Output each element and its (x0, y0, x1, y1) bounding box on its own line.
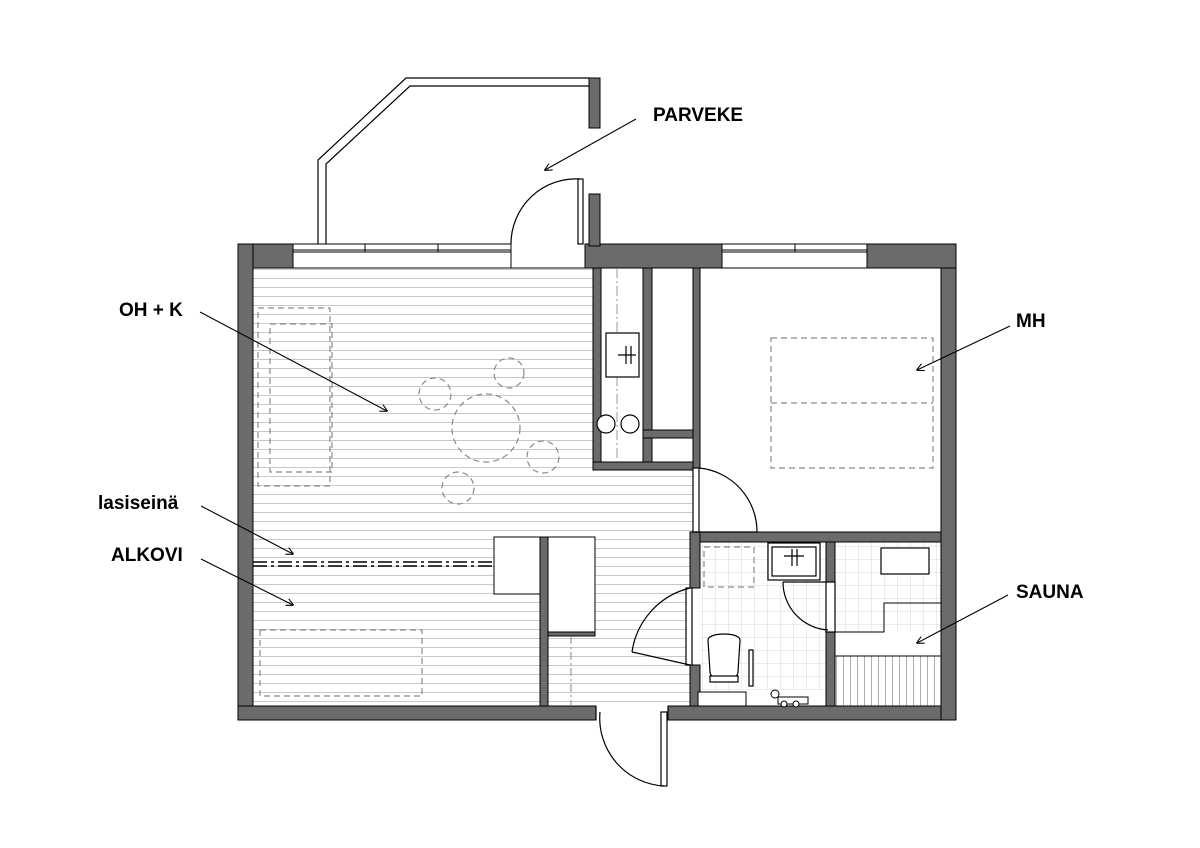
label-sauna: SAUNA (1016, 582, 1084, 603)
arrow-lasiseina (200, 505, 293, 554)
label-alkovi: ALKOVI (111, 545, 183, 566)
balcony-door-opening (510, 244, 586, 269)
window-living (292, 243, 512, 269)
door-bathroom (631, 587, 693, 666)
shower-mixer (697, 689, 809, 708)
storage-cabinet (493, 536, 596, 706)
arrow-parveke (545, 118, 637, 170)
interior-walls (539, 267, 942, 707)
sauna-benches (835, 602, 941, 657)
kitchen-sink (605, 332, 640, 378)
label-mh: MH (1016, 311, 1046, 332)
label-lasiseina: lasiseinä (98, 493, 179, 514)
arrow-alkovi (200, 558, 293, 605)
window-bedroom (721, 243, 868, 269)
label-oh-k: OH + K (119, 300, 183, 321)
balcony (317, 77, 589, 244)
furniture-outlines (257, 307, 934, 697)
door-sauna (782, 581, 836, 633)
arrow-mh (917, 325, 1011, 370)
bathroom-basin (767, 542, 821, 581)
label-parveke: PARVEKE (653, 105, 744, 126)
arrow-oh-k (199, 311, 387, 411)
floor-living (253, 268, 693, 706)
stove-burners (596, 414, 640, 434)
label-arrows (199, 118, 1011, 643)
door-balcony (510, 178, 584, 245)
sauna-stove (880, 547, 930, 575)
toilet (707, 633, 754, 687)
glass-wall (253, 561, 492, 567)
door-entrance (595, 706, 669, 787)
sauna-bench-slats (836, 656, 940, 706)
arrow-sauna (917, 594, 1009, 643)
door-bedroom (692, 467, 758, 533)
